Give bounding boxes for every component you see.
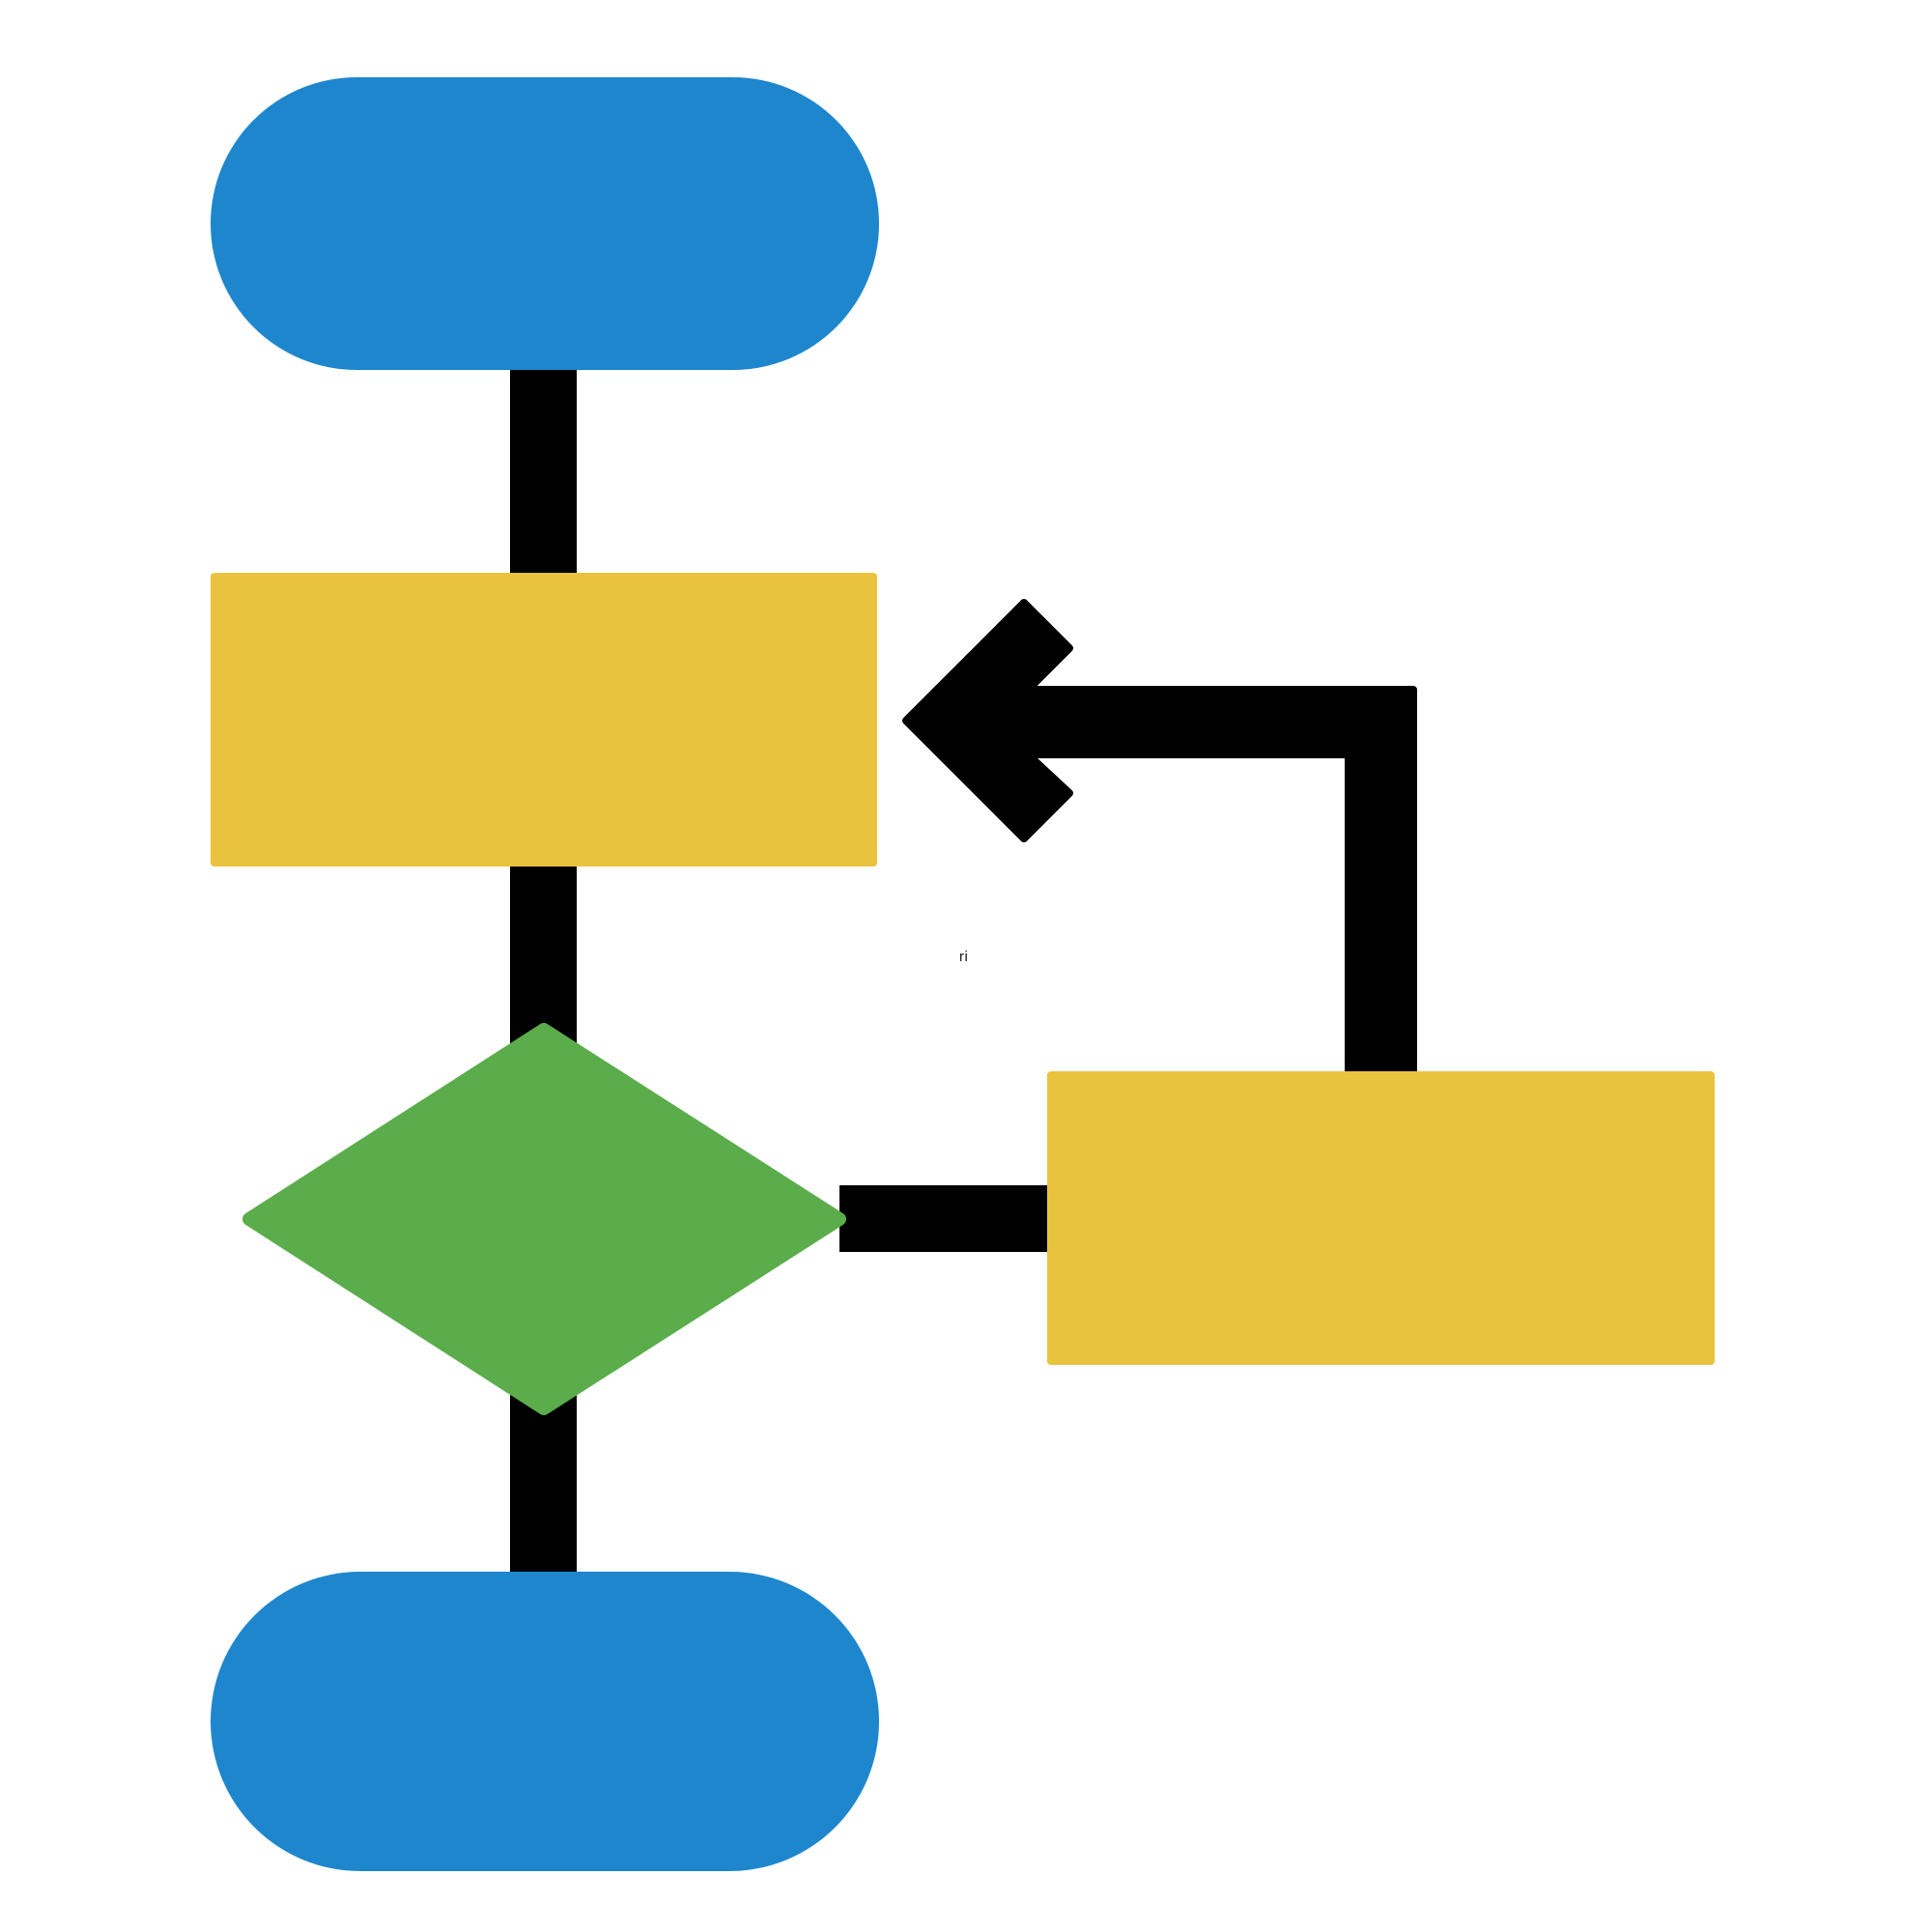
edge-start-to-process[interactable]: [510, 357, 577, 580]
end-terminator-node[interactable]: [211, 1572, 879, 1871]
process-step-node[interactable]: [211, 573, 877, 867]
loop-process-node[interactable]: [1047, 1071, 1715, 1365]
stray-label: ri: [959, 949, 969, 965]
edge-decision-to-loop-process[interactable]: [839, 1185, 1052, 1252]
decision-node[interactable]: [242, 1023, 846, 1415]
start-terminator-node[interactable]: [211, 77, 879, 370]
